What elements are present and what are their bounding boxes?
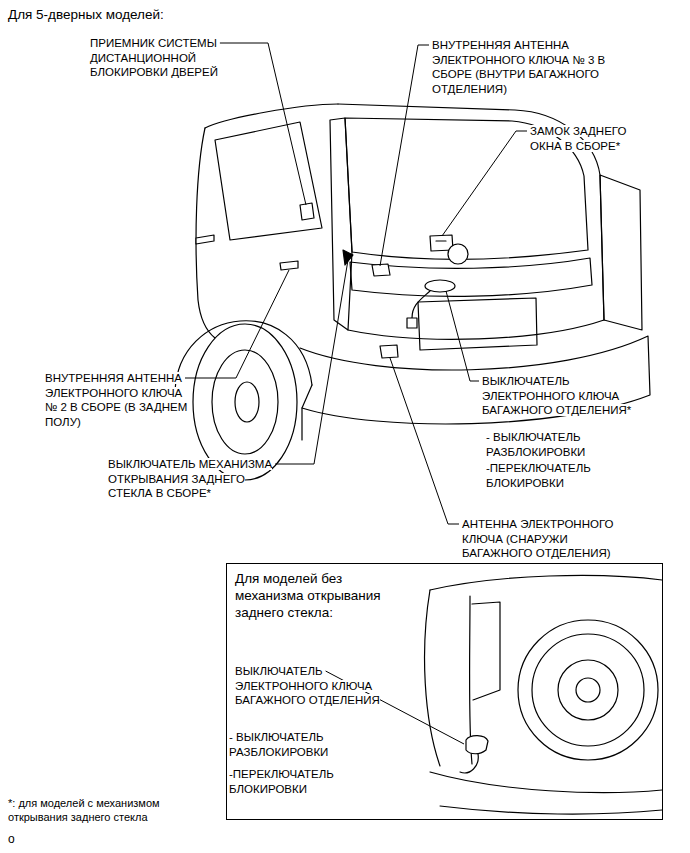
part-label-block: - ВЫКЛЮЧАТЕЛЬ РАЗБЛОКИРОВКИ: [486, 430, 616, 459]
part-label-block: -ПЕРЕКЛЮЧАТЕЛЬ БЛОКИРОВКИ: [486, 461, 636, 490]
part-label: АНТЕННА ЭЛЕКТРОННОГО КЛЮЧА (СНАРУЖИ БАГА…: [462, 518, 613, 559]
part-label: ВЫКЛЮЧАТЕЛЬ ЭЛЕКТРОННОГО КЛЮЧА БАГАЖНОГО…: [235, 665, 380, 706]
part-label-block: ЗАМОК ЗАДНЕГО ОКНА В СБОРЕ*: [530, 124, 648, 153]
inset-heading: Для моделей без механизма открывания зад…: [235, 571, 381, 620]
part-label-block: o: [8, 832, 38, 847]
part-label-block: *: для моделей с механизмом открывания з…: [8, 796, 213, 824]
part-label-block: АНТЕННА ЭЛЕКТРОННОГО КЛЮЧА (СНАРУЖИ БАГА…: [462, 517, 634, 561]
part-label-block: ВЫКЛЮЧАТЕЛЬ ЭЛЕКТРОННОГО КЛЮЧА БАГАЖНОГО…: [235, 664, 407, 708]
part-label-block: - ВЫКЛЮЧАТЕЛЬ РАЗБЛОКИРОВКИ: [229, 730, 359, 759]
part-label: -ПЕРЕКЛЮЧАТЕЛЬ БЛОКИРОВКИ: [486, 462, 591, 489]
part-label-block: ВНУТРЕННЯЯ АНТЕННА ЭЛЕКТРОННОГО КЛЮЧА № …: [45, 371, 197, 429]
part-label-block: ВНУТРЕННЯЯ АНТЕННА ЭЛЕКТРОННОГО КЛЮЧА № …: [432, 38, 637, 96]
leader-line: [380, 45, 429, 266]
inset-heading-block: Для моделей без механизма открывания зад…: [235, 570, 397, 621]
part-label: ВНУТРЕННЯЯ АНТЕННА ЭЛЕКТРОННОГО КЛЮЧА № …: [45, 372, 187, 428]
diagram-title-block: Для 5-дверных моделей:: [8, 6, 308, 23]
inset-frame: Для моделей без механизма открывания зад…: [226, 563, 663, 820]
part-label: o: [8, 832, 15, 846]
part-label-block: ВЫКЛЮЧАТЕЛЬ ЭЛЕКТРОННОГО КЛЮЧА БАГАЖНОГО…: [482, 374, 654, 418]
part-label-block: ВЫКЛЮЧАТЕЛЬ МЕХАНИЗМА ОТКРЫВАНИЯ ЗАДНЕГО…: [108, 457, 290, 501]
diagram-title: Для 5-дверных моделей:: [8, 7, 164, 22]
leader-line: [220, 43, 306, 205]
part-label-block: ПРИЕМНИК СИСТЕМЫ ДИСТАНЦИОННОЙ БЛОКИРОВК…: [90, 36, 240, 80]
part-label: -ПЕРЕКЛЮЧАТЕЛЬ БЛОКИРОВКИ: [229, 768, 334, 795]
part-label: ВНУТРЕННЯЯ АНТЕННА ЭЛЕКТРОННОГО КЛЮЧА № …: [432, 39, 605, 95]
leader-line: [442, 131, 527, 236]
part-label: ВЫКЛЮЧАТЕЛЬ ЭЛЕКТРОННОГО КЛЮЧА БАГАЖНОГО…: [482, 375, 631, 416]
leader-line: [185, 270, 289, 378]
leader-line: [390, 358, 459, 524]
part-label: ЗАМОК ЗАДНЕГО ОКНА В СБОРЕ*: [530, 125, 626, 152]
part-label: *: для моделей с механизмом открывания з…: [8, 797, 160, 823]
part-label: ВЫКЛЮЧАТЕЛЬ МЕХАНИЗМА ОТКРЫВАНИЯ ЗАДНЕГО…: [108, 458, 272, 499]
part-label: - ВЫКЛЮЧАТЕЛЬ РАЗБЛОКИРОВКИ: [486, 431, 585, 458]
part-label: ПРИЕМНИК СИСТЕМЫ ДИСТАНЦИОННОЙ БЛОКИРОВК…: [90, 37, 218, 78]
part-label-block: -ПЕРЕКЛЮЧАТЕЛЬ БЛОКИРОВКИ: [229, 767, 379, 796]
part-label: - ВЫКЛЮЧАТЕЛЬ РАЗБЛОКИРОВКИ: [229, 731, 328, 758]
leader-line: [275, 260, 348, 464]
leader-line: [446, 291, 479, 381]
